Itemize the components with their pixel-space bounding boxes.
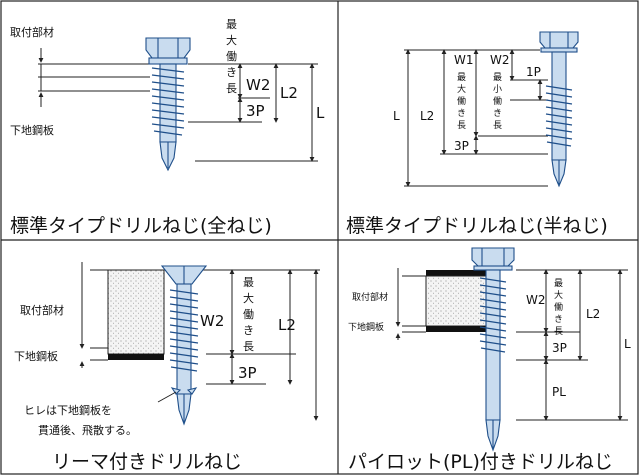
base-plate-label-br: 下地鋼板 — [348, 321, 384, 333]
dim-w1: W1 — [454, 53, 474, 67]
svg-text:働: 働 — [457, 95, 466, 107]
steel-plate-br — [426, 326, 488, 332]
svg-text:最: 最 — [493, 72, 502, 83]
dim-l-tr: L — [393, 109, 400, 123]
dim-l-br: L — [624, 337, 631, 351]
svg-text:長: 長 — [457, 120, 466, 131]
screw-reamer — [160, 265, 208, 426]
panel-full-thread-screw: 取付部材 下地鋼板 最 大 働 き 長 — [10, 18, 325, 237]
svg-text:大: 大 — [243, 291, 254, 305]
screw-half-thread — [539, 31, 579, 188]
dim-3p: 3P — [246, 102, 265, 120]
svg-text:大: 大 — [226, 33, 237, 47]
svg-text:き: き — [493, 108, 502, 119]
svg-text:働: 働 — [554, 301, 563, 313]
material-label-br: 取付部材 — [352, 291, 388, 303]
svg-text:長: 長 — [554, 326, 563, 337]
fin-note-line2: 貫通後、飛散する。 — [38, 423, 137, 437]
steel-plate — [108, 354, 164, 360]
caption-half-thread: 標準タイプドリルねじ(半ねじ) — [346, 215, 608, 237]
dim-w2: W2 — [246, 76, 270, 94]
fin-note-line1: ヒレは下地鋼板を — [24, 403, 112, 417]
dim-l2-br: L2 — [586, 307, 600, 321]
panel-half-thread-screw: 最 大 働 き 長 最 小 働 き 長 W1 W2 1P 3P L2 L 標準タ… — [346, 31, 608, 237]
svg-text:最: 最 — [243, 276, 254, 289]
note-leader — [157, 391, 177, 403]
caption-pilot: パイロット(PL)付きドリルねじ — [348, 451, 613, 473]
max-working-length-label-bl: 最 大 働 き 長 — [243, 276, 254, 353]
svg-text:最: 最 — [554, 278, 563, 289]
material-block — [107, 269, 165, 355]
material-block-br — [425, 275, 489, 327]
dim-l2: L2 — [280, 84, 298, 102]
caption-full-thread: 標準タイプドリルねじ(全ねじ) — [10, 215, 272, 237]
svg-text:き: き — [457, 108, 466, 119]
dim-w2-tr: W2 — [490, 53, 510, 67]
svg-text:き: き — [554, 314, 563, 325]
caption-reamer: リーマ付きドリルねじ — [52, 451, 242, 473]
dim-l2-tr: L2 — [420, 109, 434, 123]
dim-3p-br: 3P — [552, 341, 567, 355]
svg-text:小: 小 — [493, 84, 502, 95]
min-working-length-label-tr: 最 小 働 き 長 — [493, 72, 502, 131]
max-working-length-label-br: 最 大 働 き 長 — [554, 278, 563, 337]
dim-1p: 1P — [526, 65, 541, 79]
screw-full-thread — [145, 37, 191, 172]
max-working-length-label-tr: 最 大 働 き 長 — [457, 72, 466, 131]
top-plate — [426, 270, 488, 276]
material-label-bl: 取付部材 — [20, 303, 64, 317]
dim-pl-br: PL — [552, 385, 566, 399]
dim-3p-tr: 3P — [454, 139, 469, 153]
svg-text:最: 最 — [457, 72, 466, 83]
svg-text:大: 大 — [457, 83, 466, 95]
dim-l2-bl: L2 — [278, 316, 296, 334]
dim-3p-bl: 3P — [238, 364, 257, 382]
svg-text:最: 最 — [226, 18, 237, 31]
svg-text:長: 長 — [226, 82, 237, 95]
svg-text:働: 働 — [226, 50, 237, 63]
svg-text:大: 大 — [554, 289, 563, 301]
svg-text:き: き — [243, 324, 254, 337]
svg-text:働: 働 — [243, 308, 254, 321]
svg-text:長: 長 — [493, 120, 502, 131]
screw-pilot — [471, 247, 515, 452]
max-working-length-label: 最 大 働 き 長 — [226, 18, 237, 95]
dim-w2-br: W2 — [526, 293, 546, 307]
panel-reamer-screw: 取付部材 下地鋼板 最 大 働 き 長 — [14, 262, 320, 473]
base-plate-label-bl: 下地鋼板 — [14, 349, 58, 363]
panel-pilot-screw: 取付部材 下地鋼板 最 大 働 き 長 — [348, 247, 631, 473]
material-label: 取付部材 — [10, 25, 54, 39]
base-plate-label: 下地鋼板 — [10, 123, 54, 137]
dim-w2-bl: W2 — [200, 312, 224, 330]
svg-text:働: 働 — [493, 95, 502, 107]
dim-l: L — [316, 104, 325, 122]
svg-text:き: き — [226, 66, 237, 79]
svg-text:長: 長 — [243, 340, 254, 353]
